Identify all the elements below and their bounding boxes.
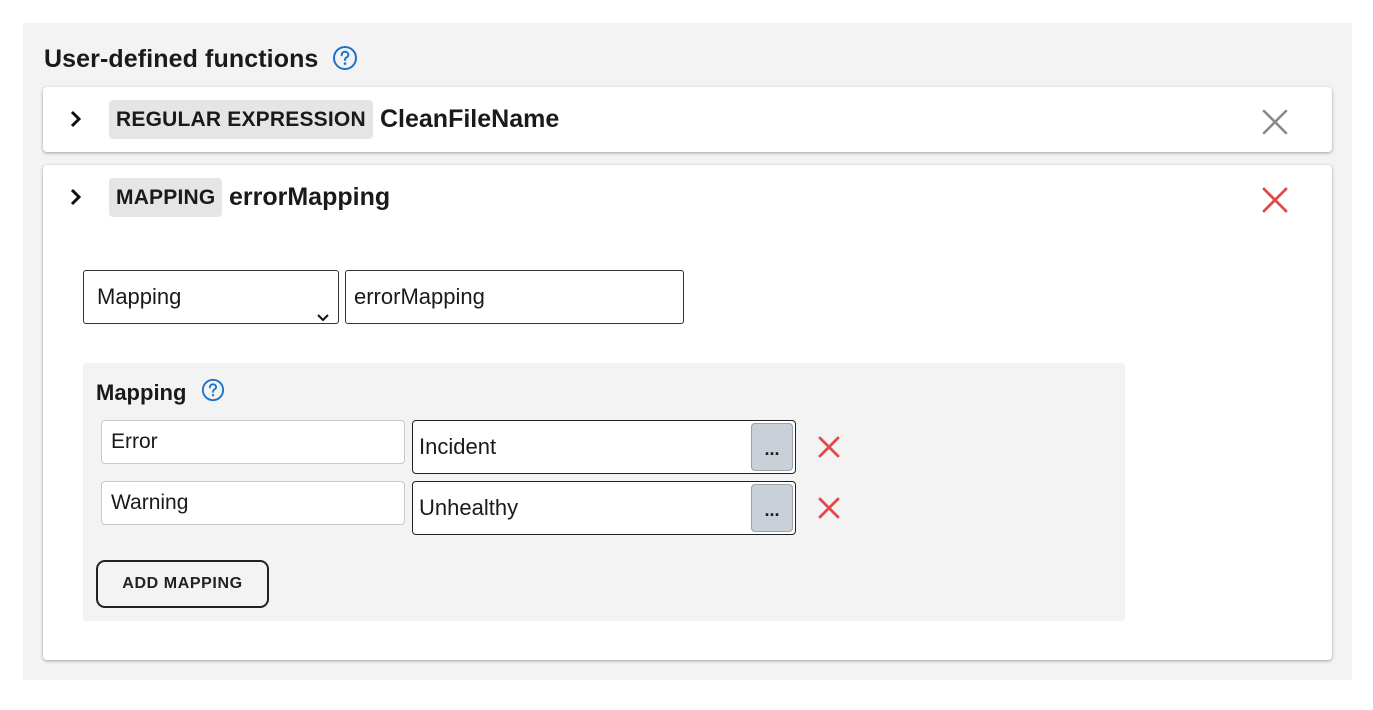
- user-defined-functions-panel: User-defined functions REGULAR EXPRESSIO…: [23, 23, 1352, 680]
- value-picker-button[interactable]: ...: [751, 484, 793, 532]
- remove-function-icon[interactable]: [1261, 186, 1289, 214]
- mapping-value-input[interactable]: Unhealthy ...: [412, 481, 796, 535]
- remove-function-icon[interactable]: [1261, 108, 1289, 136]
- section-title: User-defined functions: [44, 45, 319, 73]
- chevron-down-icon: [316, 291, 330, 322]
- add-mapping-button[interactable]: ADD MAPPING: [96, 560, 269, 608]
- function-card-errormapping: MAPPING errorMapping Mapping errorMappin…: [43, 165, 1332, 660]
- chevron-right-icon[interactable]: [68, 187, 84, 207]
- mapping-value-text: Unhealthy: [419, 495, 519, 520]
- mapping-key-input[interactable]: Error: [101, 420, 405, 464]
- function-card-header[interactable]: MAPPING errorMapping: [43, 165, 1332, 230]
- remove-mapping-icon[interactable]: [817, 435, 841, 459]
- function-card-header[interactable]: REGULAR EXPRESSION CleanFileName: [43, 87, 1332, 152]
- section-header: User-defined functions: [44, 45, 358, 74]
- help-circle-icon[interactable]: [332, 45, 358, 71]
- function-card-cleanfilename: REGULAR EXPRESSION CleanFileName: [43, 87, 1332, 152]
- chevron-right-icon[interactable]: [68, 109, 84, 129]
- function-type-tag: REGULAR EXPRESSION: [109, 100, 373, 139]
- mapping-label: Mapping: [96, 380, 187, 405]
- function-name: CleanFileName: [380, 105, 560, 133]
- mapping-value-text: Incident: [419, 434, 497, 459]
- function-type-select-value: Mapping: [97, 284, 182, 309]
- value-picker-button[interactable]: ...: [751, 423, 793, 471]
- function-name-input[interactable]: errorMapping: [345, 270, 684, 324]
- function-name: errorMapping: [229, 183, 391, 211]
- function-type-tag: MAPPING: [109, 178, 223, 217]
- mapping-label-row: Mapping: [96, 378, 225, 406]
- remove-mapping-icon[interactable]: [817, 496, 841, 520]
- mapping-key-input[interactable]: Warning: [101, 481, 405, 525]
- function-type-select[interactable]: Mapping: [83, 270, 339, 324]
- mapping-value-input[interactable]: Incident ...: [412, 420, 796, 474]
- mapping-editor: Mapping Error Incident ... Warnin: [83, 363, 1125, 621]
- help-circle-icon[interactable]: [201, 378, 225, 402]
